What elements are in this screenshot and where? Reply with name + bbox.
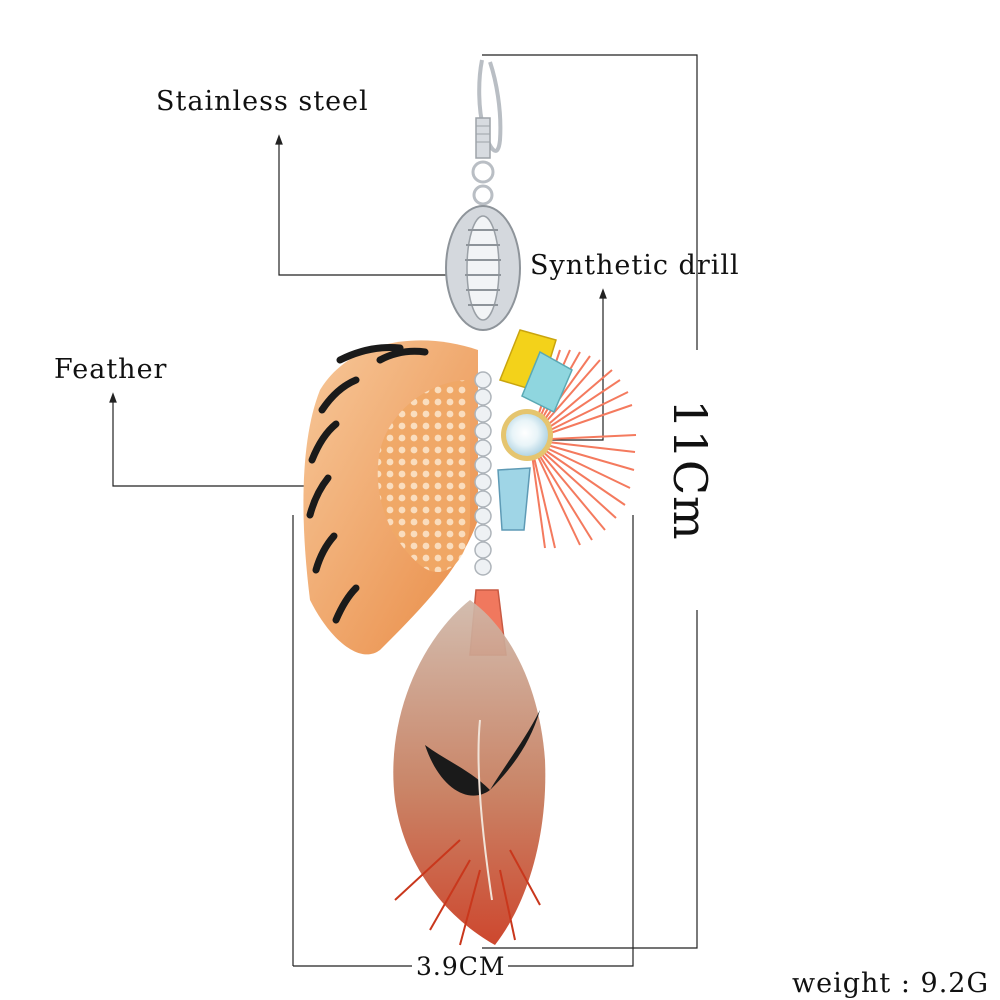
height-dimension-top <box>482 54 698 350</box>
callout-feather-arrow <box>109 392 117 403</box>
height-dimension-bottom <box>482 610 698 949</box>
shell-charm <box>445 205 521 331</box>
long-feather <box>393 600 546 946</box>
callout-steel-arrow <box>275 134 283 145</box>
ear-hook <box>471 59 503 206</box>
dimension-lines <box>292 54 698 967</box>
width-dimension-right <box>500 515 634 967</box>
fan-feather <box>303 340 478 655</box>
rhinestone-bar <box>474 371 492 576</box>
callout-drill-line <box>536 296 604 441</box>
feather-label: Feather <box>54 354 168 385</box>
callout-steel-line <box>278 142 455 276</box>
width-dimension-label: 3.9CM <box>414 952 508 981</box>
height-dimension-label: 11Cm <box>663 399 717 541</box>
weight-label: weight : 9.2G <box>792 968 990 999</box>
callout-drill-arrow <box>599 288 607 299</box>
synthetic-drill-label: Synthetic drill <box>530 250 740 281</box>
stainless-steel-label: Stainless steel <box>156 86 369 117</box>
